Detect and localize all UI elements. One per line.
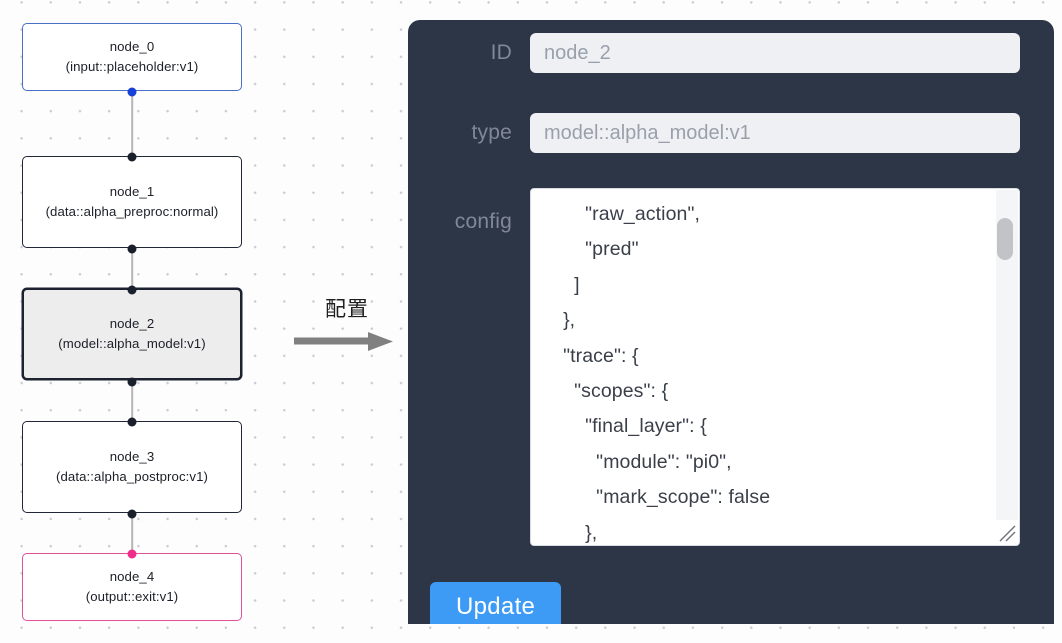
field-row-config: config: [408, 188, 1054, 546]
node-handle-source[interactable]: [127, 377, 137, 387]
update-button[interactable]: Update: [430, 582, 562, 624]
node-subtitle: (data::alpha_postproc:v1): [55, 469, 209, 484]
edge-node1-node2: [131, 248, 133, 289]
annotation-label: 配置: [325, 297, 369, 321]
graph-node-node_2[interactable]: node_2 (model::alpha_model:v1): [22, 285, 242, 387]
node-subtitle: (output::exit:v1): [85, 589, 179, 604]
field-row-type: type: [408, 113, 1054, 153]
node-config-panel: ID type config Update: [408, 20, 1054, 624]
node-title: node_0: [109, 39, 155, 54]
node-subtitle: (input::placeholder:v1): [65, 59, 199, 74]
right-arrow-icon: [294, 332, 393, 351]
id-field-label: ID: [490, 41, 512, 64]
resize-grip-icon[interactable]: [996, 522, 1018, 544]
node-handle-source[interactable]: [127, 87, 137, 97]
graph-node-node_0[interactable]: node_0 (input::placeholder:v1): [22, 23, 242, 97]
config-field-label: config: [454, 210, 512, 233]
field-row-id: ID: [408, 33, 1054, 73]
node-title: node_2: [109, 316, 155, 331]
vertical-scrollbar[interactable]: [996, 190, 1018, 520]
edge-node0-node1: [131, 91, 133, 157]
annotation-config-arrow: 配置: [292, 296, 402, 366]
edge-node3-node4: [131, 513, 133, 554]
id-input[interactable]: [530, 33, 1020, 73]
type-input[interactable]: [530, 113, 1020, 153]
node-subtitle: (data::alpha_preproc:normal): [45, 204, 219, 219]
node-handle-target[interactable]: [127, 152, 137, 162]
node-handle-source[interactable]: [127, 244, 137, 254]
config-textarea-wrapper: [530, 188, 1020, 546]
scrollbar-thumb[interactable]: [997, 218, 1013, 260]
config-textarea[interactable]: [530, 188, 1020, 546]
graph-node-node_1[interactable]: node_1 (data::alpha_preproc:normal): [22, 152, 242, 254]
node-subtitle: (model::alpha_model:v1): [58, 336, 206, 351]
graph-node-node_3[interactable]: node_3 (data::alpha_postproc:v1): [22, 417, 242, 519]
node-handle-target[interactable]: [127, 285, 137, 295]
edge-node2-node3: [131, 380, 133, 422]
node-title: node_3: [109, 449, 155, 464]
type-field-label: type: [471, 121, 512, 144]
node-handle-target[interactable]: [127, 549, 137, 559]
graph-node-node_4[interactable]: node_4 (output::exit:v1): [22, 549, 242, 621]
node-title: node_4: [109, 569, 155, 584]
node-title: node_1: [109, 184, 155, 199]
node-handle-target[interactable]: [127, 417, 137, 427]
node-handle-source[interactable]: [127, 509, 137, 519]
